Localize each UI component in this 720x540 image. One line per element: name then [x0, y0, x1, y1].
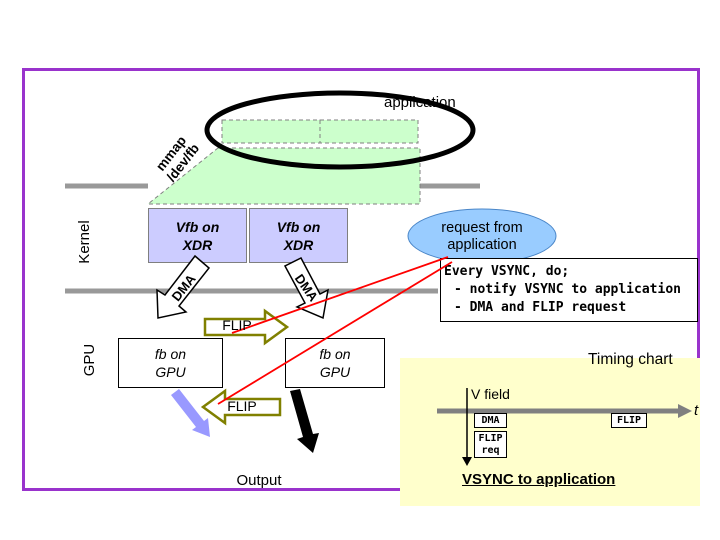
vsync-note-line3: - DMA and FLIP request: [454, 300, 627, 315]
flip-label-right: FLIP: [222, 317, 252, 333]
fb2-line1: fb on: [319, 346, 351, 362]
vsync-drop-arrowhead-icon: [462, 457, 472, 466]
fb1-line2: GPU: [155, 364, 186, 380]
mmap-strip-2: [319, 119, 419, 144]
vfb2-line1: Vfb on: [276, 218, 321, 235]
vsync-note-line1: Every VSYNC, do;: [444, 264, 570, 279]
request-bubble-label: request from application: [412, 220, 552, 254]
vsync-note-box: Every VSYNC, do; - notify VSYNC to appli…: [440, 258, 698, 322]
fb-on-gpu-box-2: fb on GPU: [285, 338, 385, 388]
vfb2-line2: XDR: [283, 236, 314, 253]
dma-marker-label: DMA: [481, 414, 500, 426]
fb-on-gpu-box-1: fb on GPU: [118, 338, 223, 388]
timing-chart-title: Timing chart: [588, 351, 673, 368]
fb2-line2: GPU: [319, 364, 351, 380]
flip-req-line1: FLIP: [478, 432, 503, 444]
flip-marker-box: FLIP: [611, 413, 647, 428]
flip-marker-label: FLIP: [616, 414, 642, 426]
application-label: application: [384, 94, 456, 111]
kernel-layer-label: Kernel: [76, 220, 93, 264]
request-line2: application: [447, 237, 517, 253]
vfb1-line2: XDR: [182, 236, 213, 253]
request-line1: request from: [441, 220, 523, 236]
fb1-line1: fb on: [154, 346, 187, 362]
vfb1-line1: Vfb on: [175, 218, 220, 235]
vsync-note-line2: - notify VSYNC to application: [454, 282, 681, 297]
mmap-strip-1: [221, 119, 321, 144]
dma-marker-box: DMA: [474, 413, 507, 428]
v-field-label: V field: [471, 386, 510, 402]
time-axis-arrowhead-icon: [678, 404, 692, 418]
mmap-plane: [146, 147, 421, 205]
slide-frame: [22, 68, 700, 491]
flip-req-line2: req: [481, 444, 500, 456]
gpu-layer-label: GPU: [81, 343, 98, 377]
vfb-on-xdr-box-2: Vfb on XDR: [249, 208, 348, 263]
time-axis-label: t: [694, 402, 699, 419]
flip-label-left: FLIP: [227, 398, 257, 414]
application-loop-ellipse: [204, 90, 476, 170]
vsync-caption: VSYNC to application: [462, 471, 616, 488]
vfb-on-xdr-box-1: Vfb on XDR: [148, 208, 247, 263]
flip-req-marker-box: FLIP req: [474, 431, 507, 458]
output-label: Output: [236, 472, 282, 489]
